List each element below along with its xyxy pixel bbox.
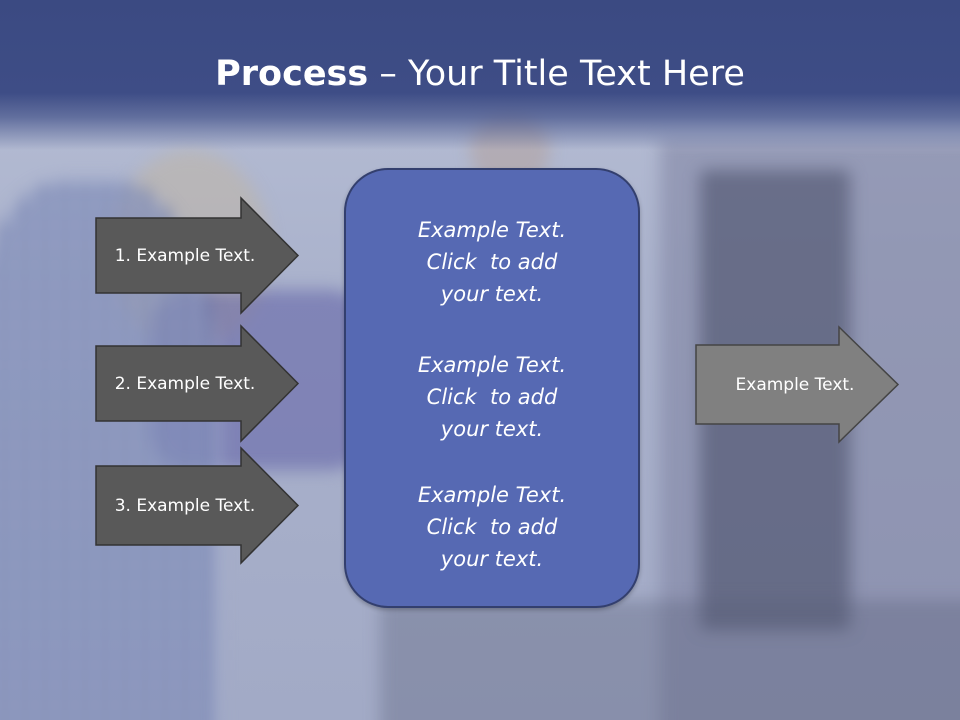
process-paragraph-3: Example Text. Click to add your text. (346, 479, 638, 575)
paragraph-line: your text. (440, 417, 544, 441)
paragraph-line: your text. (440, 547, 544, 571)
output-arrow[interactable]: Example Text. (695, 325, 900, 444)
arrow-shape (95, 196, 300, 315)
process-paragraph-1: Example Text. Click to add your text. (346, 214, 638, 310)
paragraph-line: Click to add (426, 250, 558, 274)
input-arrow-1[interactable]: 1. Example Text. (95, 196, 300, 315)
arrow-shape (695, 325, 900, 444)
input-arrow-label: 2. Example Text. (114, 373, 256, 394)
input-arrow-3[interactable]: 3. Example Text. (95, 446, 300, 565)
arrow-shape (95, 324, 300, 443)
paragraph-line: Example Text. (417, 353, 567, 377)
paragraph-line: Example Text. (417, 218, 567, 242)
input-arrow-label: 3. Example Text. (114, 495, 256, 516)
title-band (0, 0, 960, 150)
arrow-shape (95, 446, 300, 565)
input-arrow-2[interactable]: 2. Example Text. (95, 324, 300, 443)
paragraph-line: Click to add (426, 515, 558, 539)
paragraph-line: Click to add (426, 385, 558, 409)
title-bold-text: Process (215, 54, 369, 94)
output-arrow-label: Example Text. (735, 374, 855, 395)
process-box[interactable]: Example Text. Click to add your text. Ex… (344, 168, 640, 608)
input-arrow-label: 1. Example Text. (114, 245, 256, 266)
title-rest-text: – Your Title Text Here (368, 54, 745, 94)
paragraph-line: Example Text. (417, 483, 567, 507)
slide-title[interactable]: Process – Your Title Text Here (0, 50, 960, 98)
background-photo-desk (380, 600, 960, 720)
paragraph-line: your text. (440, 282, 544, 306)
process-paragraph-2: Example Text. Click to add your text. (346, 349, 638, 445)
